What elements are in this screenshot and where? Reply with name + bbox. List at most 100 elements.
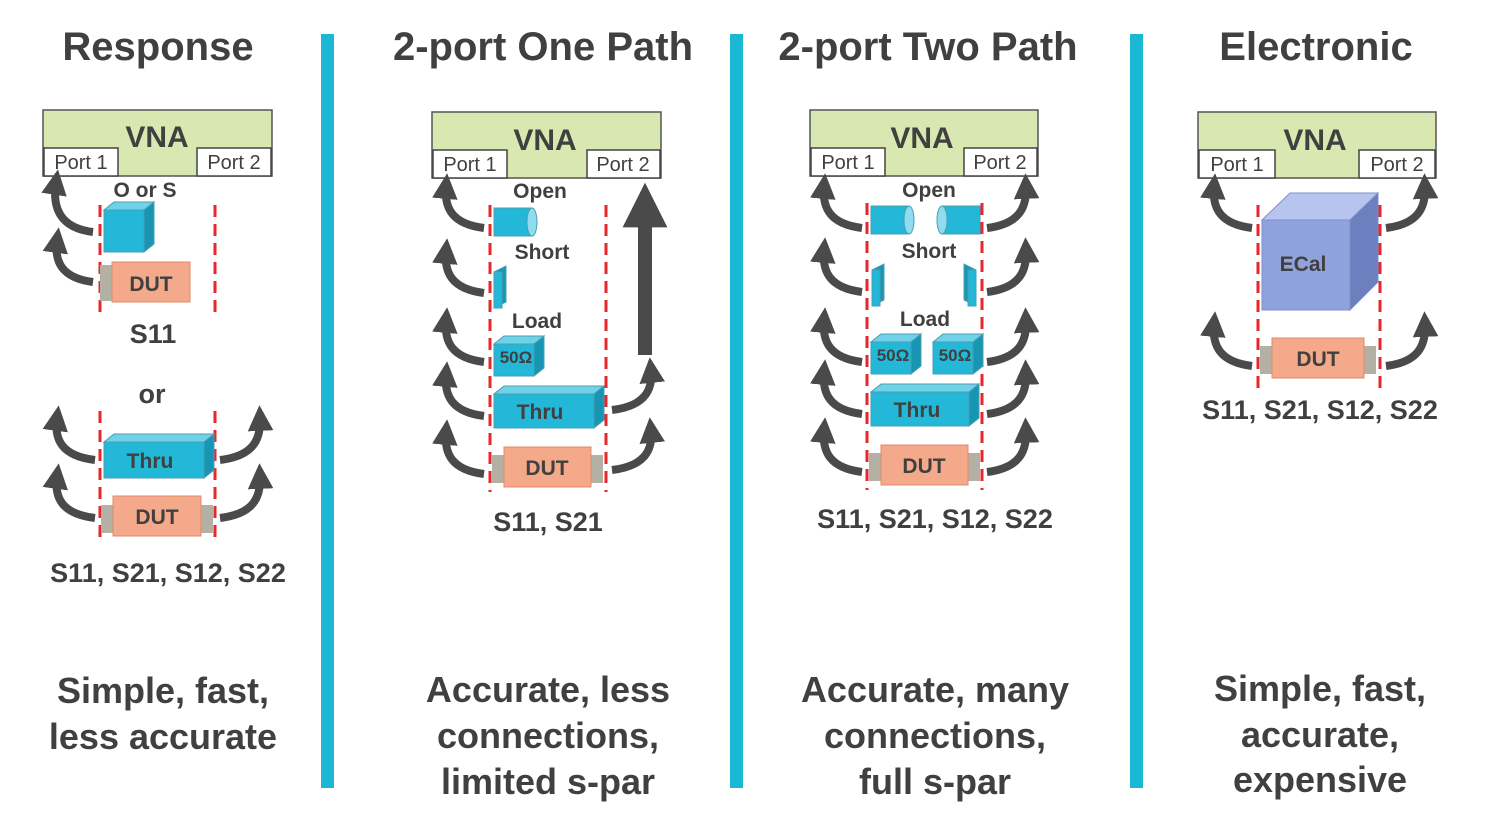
connector [869, 453, 881, 481]
panel-electronic: Electronic VNA Port 1 Port 2 ECal DUT S1… [1197, 25, 1439, 800]
curved-arrow-icon [1385, 173, 1439, 232]
cube-icon [102, 200, 156, 254]
curved-arrow-icon [611, 417, 666, 474]
panel-title: Response [62, 25, 253, 69]
s-params: S11, S21, S12, S22 [817, 504, 1053, 534]
panel-two-path: 2-port Two Path VNA Port 1 Port 2 Open S… [778, 25, 1077, 802]
load-value-left: 50Ω [877, 346, 910, 365]
short-label: Short [515, 241, 570, 264]
connector [968, 453, 980, 481]
curved-arrow-icon [432, 419, 485, 478]
connector [100, 265, 112, 301]
summary-line-3: expensive [1233, 759, 1407, 800]
load-standard [869, 332, 923, 376]
summary-line-1: Accurate, many [801, 669, 1069, 710]
curved-arrow-icon [1200, 173, 1253, 232]
curved-arrow-icon [432, 238, 485, 297]
panel-one-path: 2-port One Path VNA Port 1 Port 2 Open S… [393, 25, 693, 802]
curved-arrow-icon [1385, 311, 1439, 370]
port-1-label: Port 1 [443, 154, 496, 176]
vna-label: VNA [890, 122, 953, 155]
thru-label: Thru [127, 450, 174, 473]
vna-label: VNA [513, 124, 576, 157]
curved-arrow-icon [219, 463, 274, 522]
summary-line-2: connections, [824, 715, 1046, 756]
curved-arrow-icon [810, 237, 863, 296]
load-standard [492, 334, 546, 378]
summary-line-1: Accurate, less [426, 669, 670, 710]
dut-label: DUT [525, 457, 568, 480]
port-2-box [963, 147, 1038, 177]
vna-label: VNA [1283, 124, 1346, 157]
dut-label: DUT [1296, 348, 1339, 371]
s-params: S11, S21, S12, S22 [1202, 395, 1438, 425]
summary-line-2: less accurate [49, 716, 277, 757]
dut-block [880, 444, 969, 486]
port-2-label: Port 2 [596, 154, 649, 176]
open-standard [870, 205, 910, 235]
curved-arrow-icon [432, 361, 485, 420]
summary-line-3: full s-par [859, 761, 1011, 802]
summary-line-3: limited s-par [441, 761, 655, 802]
load-label: Load [900, 308, 950, 331]
curved-arrow-icon [810, 307, 863, 366]
connector [1364, 346, 1376, 374]
port-2-box [586, 149, 661, 179]
curved-arrow-icon [986, 417, 1040, 476]
short-standard [963, 263, 977, 307]
dut-label: DUT [129, 273, 172, 296]
s-params-second: S11, S21, S12, S22 [50, 558, 286, 588]
load-standard [931, 332, 985, 376]
short-standard [493, 265, 507, 309]
or-label: or [139, 379, 166, 409]
thru-label: Thru [894, 399, 941, 422]
thru-block [492, 384, 606, 430]
std-label: O or S [113, 179, 176, 202]
panel-title: 2-port Two Path [778, 25, 1077, 69]
divider-2 [730, 34, 743, 788]
curved-arrow-icon [42, 227, 94, 286]
curved-arrow-icon [432, 173, 485, 232]
open-label: Open [513, 180, 567, 203]
open-standard [493, 207, 533, 237]
curved-arrow-icon [810, 417, 863, 476]
s-params-first: S11 [130, 319, 177, 349]
summary-line-1: Simple, fast, [1214, 668, 1426, 709]
connector [591, 455, 603, 483]
load-label: Load [512, 310, 562, 333]
connector [101, 505, 113, 533]
dut-block [111, 261, 191, 303]
curved-arrow-icon [986, 307, 1040, 366]
curved-arrow-icon [810, 359, 863, 418]
curved-arrow-icon [810, 173, 863, 232]
port-1-box [810, 147, 886, 177]
port-1-label: Port 1 [821, 152, 874, 174]
load-value: 50Ω [500, 348, 533, 367]
dut-block [503, 446, 592, 488]
s-params: S11, S21 [493, 507, 603, 537]
thru-block [869, 382, 981, 428]
connector [492, 455, 504, 483]
curved-arrow-icon [611, 357, 666, 414]
load-value-right: 50Ω [939, 346, 972, 365]
curved-arrow-icon [986, 237, 1040, 296]
port-2-label: Port 2 [1370, 154, 1423, 176]
curved-arrow-icon [42, 405, 96, 464]
ecal-label: ECal [1280, 253, 1327, 276]
short-standard [871, 263, 885, 307]
dut-label: DUT [902, 455, 945, 478]
divider-1 [321, 34, 334, 788]
connector [201, 505, 213, 533]
port-1-label: Port 1 [1210, 154, 1263, 176]
curved-arrow-icon [41, 169, 94, 236]
vna-label: VNA [125, 121, 188, 154]
dut-block [1271, 337, 1365, 379]
panel-response: Response VNA Port 1 Port 2 O or S DUT S1… [41, 25, 286, 757]
summary-line-1: Simple, fast, [57, 670, 269, 711]
summary-line-2: connections, [437, 715, 659, 756]
port-2-label: Port 2 [973, 152, 1026, 174]
curved-arrow-icon [986, 359, 1040, 418]
panel-title: Electronic [1219, 25, 1412, 69]
divider-3 [1130, 34, 1143, 788]
